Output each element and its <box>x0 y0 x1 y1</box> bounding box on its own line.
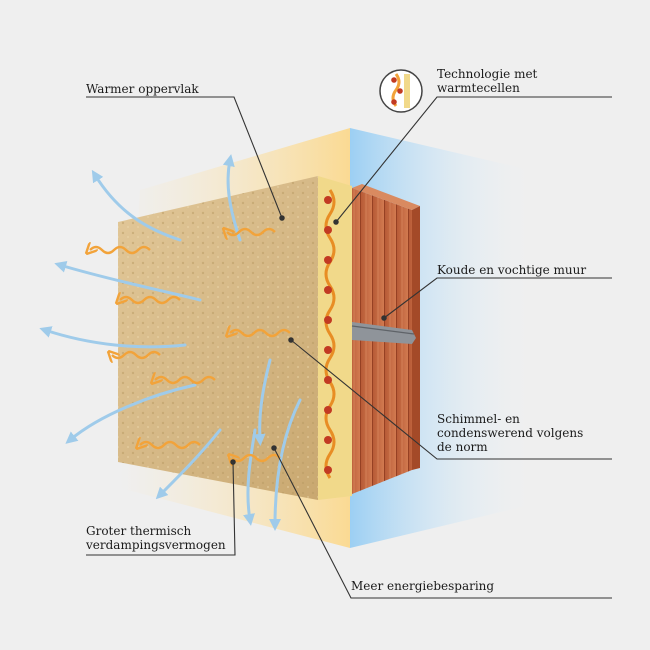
warm-cell-layer <box>318 176 352 500</box>
label-koude-muur: Koude en vochtige muur <box>437 263 586 277</box>
label-text: verdampingsvermogen <box>86 538 226 552</box>
warm-cell-wave <box>324 189 336 479</box>
label-warmer-oppervlak: Warmer oppervlak <box>86 82 199 96</box>
label-groter-thermisch: Groter thermisch verdampingsvermogen <box>86 524 226 552</box>
label-text: Technologie met <box>437 67 538 81</box>
label-meer-energiebesparing: Meer energiebesparing <box>351 579 494 593</box>
label-text: Koude en vochtige muur <box>437 263 587 277</box>
label-technologie: Technologie met warmtecellen <box>437 67 537 95</box>
label-text: Warmer oppervlak <box>86 82 199 96</box>
heat-waves <box>90 229 291 461</box>
label-text: Schimmel- en <box>437 412 520 426</box>
label-text: Meer energiebesparing <box>351 579 495 593</box>
label-text: condenswerend volgens <box>437 426 584 440</box>
warm-cell-technology-icon <box>379 69 423 113</box>
label-text: de norm <box>437 440 488 454</box>
warm-cells <box>324 196 332 474</box>
label-text: warmtecellen <box>437 81 520 95</box>
label-text: Groter thermisch <box>86 524 192 538</box>
label-schimmel: Schimmel- en condenswerend volgens de no… <box>437 412 583 454</box>
vapour-arrows <box>39 154 302 531</box>
leader-lines <box>86 96 612 599</box>
